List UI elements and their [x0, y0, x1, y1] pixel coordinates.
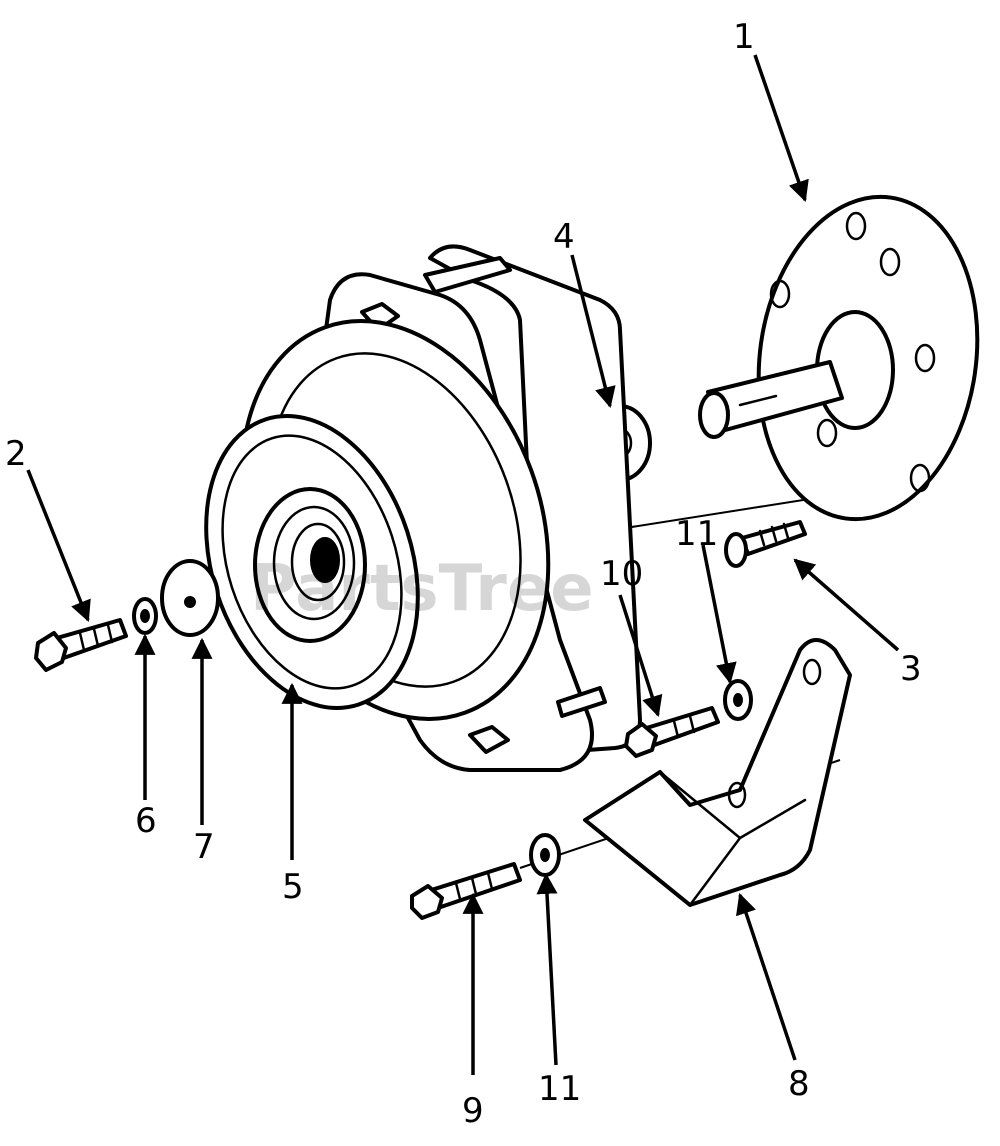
callout-1: 1 [733, 17, 755, 57]
bolt-10-part [624, 706, 720, 758]
callout-labels: 1 2 3 4 5 6 7 8 9 10 11 11 [5, 17, 922, 1131]
callout-7: 7 [193, 827, 215, 867]
callout-3: 3 [900, 649, 922, 689]
leader-8 [736, 893, 797, 1061]
bolt-9-part [410, 862, 522, 920]
leader-4 [570, 254, 616, 409]
leader-11-lower [536, 872, 558, 1066]
callout-6: 6 [135, 801, 157, 841]
clutch-assembly-part [204, 244, 642, 772]
callout-4: 4 [553, 217, 575, 257]
lock-washer-part [132, 597, 158, 635]
callout-2: 2 [5, 434, 27, 474]
callout-8: 8 [788, 1064, 810, 1104]
callout-9: 9 [462, 1091, 484, 1131]
leader-11-upper [701, 544, 737, 685]
washer-lower-part [529, 833, 561, 877]
callout-11-lower: 11 [538, 1069, 581, 1109]
leader-1 [753, 54, 809, 202]
watermark: PartsTree [250, 552, 594, 626]
flange-hub-part [698, 194, 980, 522]
bracket-part [583, 638, 852, 907]
callout-5: 5 [282, 867, 304, 907]
screw-part [724, 520, 807, 568]
leader-arrows [26, 54, 900, 1075]
bolt-part [34, 618, 128, 672]
washer-upper-part [723, 679, 753, 721]
callout-11-upper: 11 [675, 514, 718, 554]
washer-part [160, 559, 220, 637]
leader-2 [26, 469, 91, 622]
callout-10: 10 [600, 554, 643, 594]
leader-10 [618, 594, 663, 718]
leader-3 [793, 558, 900, 652]
